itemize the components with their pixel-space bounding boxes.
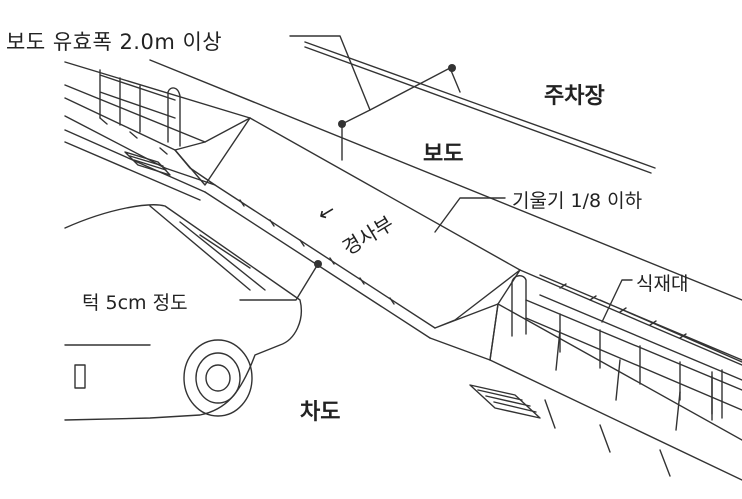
right-drain-grate-lines: [477, 389, 537, 413]
leader-step: [239, 263, 319, 301]
planting-strip-marks: [559, 283, 687, 339]
left-bollard: [167, 87, 181, 147]
left-raised-section: [64, 61, 251, 143]
leader-dot-step: [314, 260, 322, 268]
label-parking: 주차장: [544, 84, 605, 109]
label-roadway: 차도: [300, 400, 341, 425]
leader-dot-width-right: [448, 64, 456, 72]
right-bollard-far: [711, 369, 723, 421]
parking-curb-line-inner: [304, 46, 652, 174]
label-sidewalk: 보도: [423, 142, 464, 167]
label-planting-strip: 식재대: [636, 273, 689, 295]
label-slope: 기울기 1/8 이하: [512, 190, 643, 212]
car-door-handle: [74, 364, 86, 389]
right-raised-section: [489, 269, 742, 481]
leader-plant: [601, 279, 633, 323]
left-drain-grate-lines: [129, 155, 167, 171]
right-curb-blocks: [544, 329, 681, 477]
leader-slope: [434, 197, 506, 233]
left-railing: [99, 69, 176, 133]
right-drain-grate: [469, 384, 541, 419]
car-wheel: [183, 339, 253, 417]
car-window: [64, 205, 251, 346]
car-hood: [179, 221, 266, 291]
leader-width-2: [341, 109, 371, 161]
parking-curb-line: [304, 41, 656, 169]
right-curb-front: [489, 303, 499, 361]
road-curb-left: [64, 129, 206, 201]
sidewalk-parking-edge: [149, 59, 742, 301]
label-step: 턱 5cm 정도: [82, 292, 188, 314]
left-drain-grate: [124, 151, 171, 176]
right-ramp-wedge: [434, 269, 521, 329]
sidewalk-top-surface: [249, 117, 521, 271]
ramp-road-edge: [214, 184, 436, 329]
right-bollard: [511, 275, 527, 337]
leader-dot-width-left: [338, 120, 346, 128]
car-body: [64, 204, 302, 421]
left-curb-blocks: [99, 117, 168, 155]
right-railing: [525, 299, 742, 415]
car-wheel-rim: [195, 352, 241, 404]
ramp-curb-marks: [239, 199, 395, 305]
label-sidewalk-width: 보도 유효폭 2.0m 이상: [6, 30, 223, 54]
left-ramp-face: [164, 149, 216, 186]
car-wheel-hub: [205, 364, 231, 392]
